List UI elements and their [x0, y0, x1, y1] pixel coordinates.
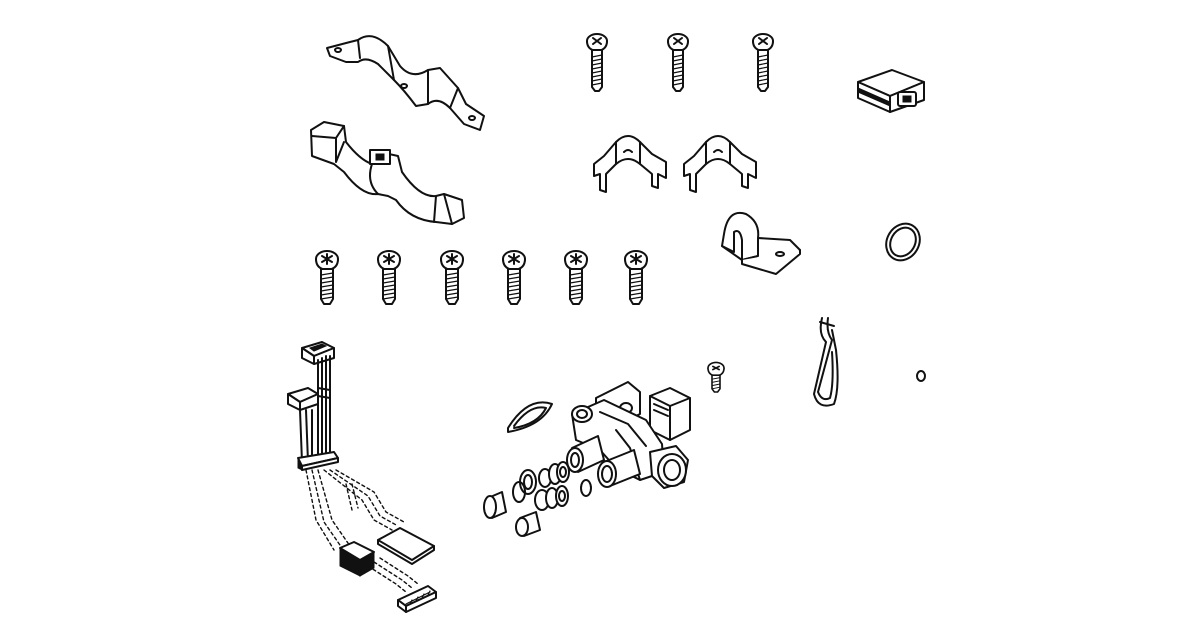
- gasket-icon: [507, 401, 553, 433]
- small-o-ring-icon: [916, 370, 926, 382]
- short-screw-icon: [315, 250, 339, 305]
- p-clamp-bracket-icon: [721, 212, 801, 275]
- long-screw-icon: [586, 33, 608, 92]
- long-screw-icon: [752, 33, 774, 92]
- short-screw-icon: [502, 250, 526, 305]
- short-screw-icon: [564, 250, 588, 305]
- hairpin-clip-icon: [813, 317, 839, 407]
- short-screw-icon: [624, 250, 648, 305]
- pipe-clamp-top-icon: [326, 35, 485, 131]
- wiring-harness-icon: [287, 341, 437, 613]
- connector-block-icon: [857, 69, 925, 113]
- fitting-set-icon: [483, 461, 592, 537]
- short-screw-icon: [377, 250, 401, 305]
- pipe-clip-icon: [683, 135, 757, 193]
- large-o-ring-icon: [885, 222, 921, 262]
- pipe-clamp-bottom-icon: [310, 121, 465, 225]
- long-screw-icon: [667, 33, 689, 92]
- small-screw-icon: [707, 361, 725, 393]
- short-screw-icon: [440, 250, 464, 305]
- solenoid-valve-assembly-icon: [566, 381, 691, 489]
- pipe-clip-icon: [593, 135, 667, 193]
